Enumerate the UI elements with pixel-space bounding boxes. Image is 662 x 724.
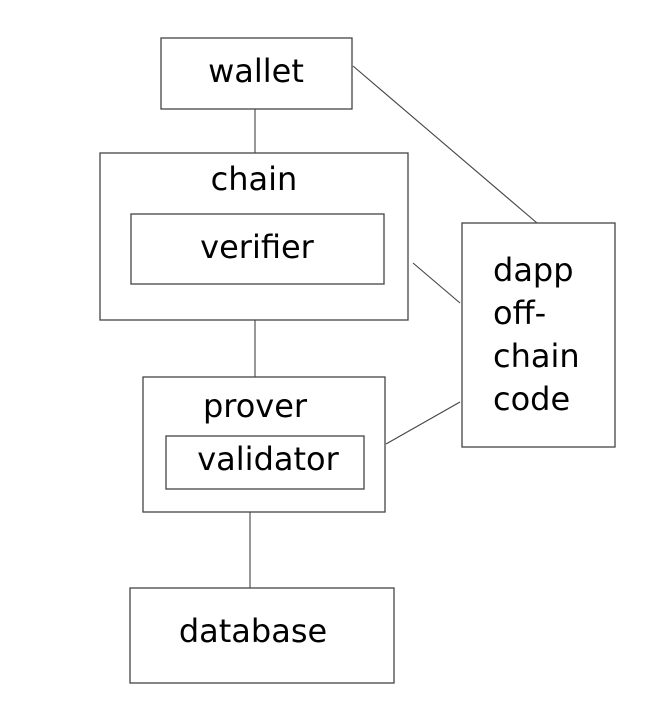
wallet-node: wallet bbox=[160, 37, 353, 110]
connectors bbox=[249, 65, 538, 588]
wallet-box bbox=[160, 37, 353, 110]
dapp-label-line4: code bbox=[493, 380, 570, 418]
verifier-label: verifier bbox=[200, 228, 315, 266]
database-box bbox=[129, 587, 395, 684]
dapp-node: dapp off- chain code bbox=[461, 222, 616, 448]
dapp-label-line3: chain bbox=[493, 337, 580, 375]
edge-wallet-dapp bbox=[352, 65, 538, 224]
prover-label: prover bbox=[203, 387, 308, 425]
verifier-box bbox=[130, 213, 385, 285]
dapp-label-line1: dapp bbox=[493, 251, 574, 289]
dapp-label-line2: off- bbox=[493, 294, 546, 332]
chain-label: chain bbox=[211, 160, 298, 198]
validator-node: validator bbox=[165, 435, 365, 490]
edge-validator-dapp bbox=[385, 401, 461, 445]
database-label: database bbox=[179, 612, 327, 650]
verifier-node: verifier bbox=[130, 213, 385, 285]
wallet-label: wallet bbox=[208, 52, 304, 90]
validator-box bbox=[165, 435, 365, 490]
dapp-box bbox=[461, 222, 616, 448]
edge-chain-dapp bbox=[412, 262, 461, 304]
database-node: database bbox=[129, 587, 395, 684]
validator-label: validator bbox=[197, 440, 339, 478]
